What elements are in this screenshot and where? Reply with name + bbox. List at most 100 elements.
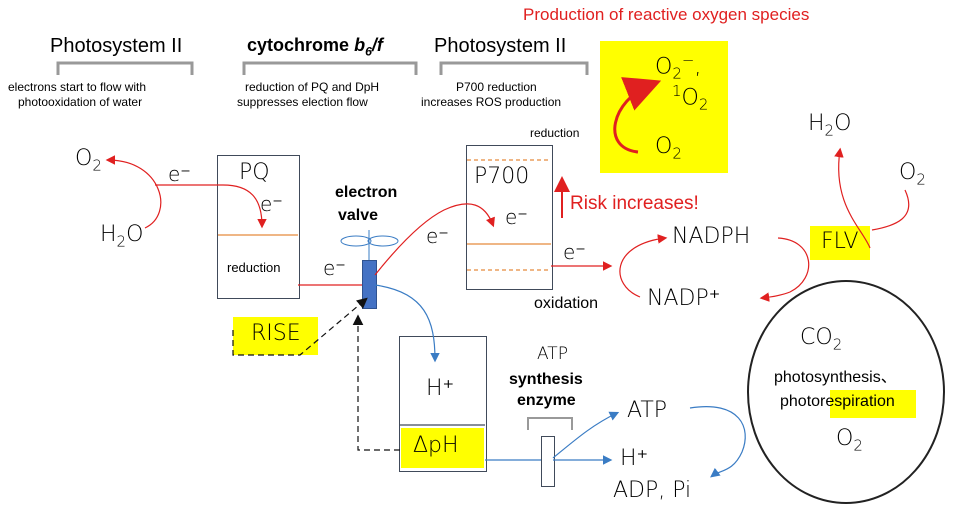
h2o-to-o2-arrow bbox=[105, 155, 162, 229]
reduction-top: reduction bbox=[530, 126, 580, 140]
h2o-right-sub: 2 bbox=[824, 121, 835, 140]
valve-icon-left bbox=[340, 235, 372, 247]
co2-c: CO bbox=[800, 325, 833, 350]
bracket-ps2-right bbox=[439, 61, 589, 75]
ros-o2-minus-sup: − bbox=[681, 51, 695, 69]
o2-left: O2 bbox=[75, 148, 102, 173]
ros-singlet-o2: 1O2 bbox=[672, 84, 708, 113]
o2-right-sub: 2 bbox=[916, 170, 926, 189]
rise-dashed-arrow bbox=[232, 297, 368, 356]
co2-label: CO2 bbox=[800, 327, 842, 352]
synthase-to-atp-arrow bbox=[552, 411, 620, 459]
dph-label: ΔpH bbox=[413, 433, 459, 458]
cyt-6: 6 bbox=[365, 44, 372, 59]
respiration-part: respiration bbox=[820, 393, 895, 410]
bracket-cyt bbox=[242, 61, 418, 75]
valve-to-h-arrow bbox=[374, 284, 440, 363]
valve-label-2: valve bbox=[338, 207, 379, 224]
h-plus-2-label: H⁺ bbox=[620, 446, 649, 471]
adp-label: ADP, Pi bbox=[613, 478, 692, 503]
o2-circle-o: O bbox=[836, 426, 854, 451]
ros-1o2-o: O bbox=[681, 85, 699, 111]
p700-title: P700 bbox=[474, 164, 530, 189]
h2o-right: H2O bbox=[808, 113, 851, 138]
atp-title-1: ATP bbox=[537, 344, 568, 364]
photorespiration-circle bbox=[747, 280, 945, 504]
h2o-left-o: O bbox=[126, 222, 144, 247]
nadp-label: NADP⁺ bbox=[647, 286, 721, 311]
ps2-right-title: Photosystem II bbox=[434, 35, 567, 57]
o2-right-o: O bbox=[899, 160, 917, 185]
pq-box bbox=[217, 155, 300, 299]
ros-o2-minus: O2−, bbox=[655, 53, 701, 82]
ps2-right-note-2: increases ROS production bbox=[421, 95, 562, 109]
h2o-left-sub: 2 bbox=[116, 232, 127, 251]
h2o-right-o: O bbox=[834, 111, 852, 136]
co2-sub: 2 bbox=[832, 335, 843, 354]
bracket-atp bbox=[527, 417, 573, 430]
o2-left-sub: 2 bbox=[92, 156, 102, 175]
electron-valve-out: e⁻ bbox=[426, 224, 449, 248]
dph-dashed-arrow bbox=[352, 314, 400, 451]
oxidation-label: oxidation bbox=[534, 295, 599, 312]
photorespiration-label: photorespiration bbox=[780, 394, 895, 410]
electron-p700: e⁻ bbox=[505, 205, 528, 229]
cyt-b: b bbox=[354, 35, 366, 55]
ros-o2-sub: 2 bbox=[672, 144, 682, 163]
ros-o2-minus-comma: , bbox=[694, 54, 702, 80]
flv-to-h2o-arrow bbox=[834, 147, 871, 249]
o2-circle: O2 bbox=[836, 428, 863, 453]
ros-o2: O2 bbox=[655, 136, 682, 161]
h-plus-label: H⁺ bbox=[426, 376, 455, 401]
pq-reduction: reduction bbox=[227, 260, 281, 275]
ros-o2-minus-sub: 2 bbox=[672, 64, 682, 83]
atp-box bbox=[399, 336, 487, 472]
pq-title: PQ bbox=[239, 160, 270, 185]
p700-box bbox=[466, 145, 553, 290]
electron-pq: e⁻ bbox=[260, 192, 283, 216]
ros-1o2-sub: 2 bbox=[698, 95, 709, 114]
nadph-to-flv-to-nadp-arrow bbox=[759, 237, 810, 302]
cyt-title: cytochrome b6/f bbox=[247, 36, 383, 58]
cyt-title-word: cytochrome bbox=[247, 35, 350, 55]
ps2-left-title: Photosystem II bbox=[50, 35, 183, 57]
ros-o2-o: O bbox=[655, 134, 673, 159]
ps2-to-pq-arrow bbox=[155, 184, 267, 229]
cyt-f: /f bbox=[371, 35, 383, 55]
electron-out: e⁻ bbox=[563, 240, 586, 264]
h2o-left: H2O bbox=[100, 224, 143, 249]
photo-part: photo bbox=[780, 393, 821, 410]
o2-left-o: O bbox=[75, 146, 93, 171]
ps2-left-note-2: photooxidation of water bbox=[18, 95, 143, 109]
atp-label: ATP bbox=[627, 398, 668, 423]
cyt-note-2: suppresses election flow bbox=[237, 95, 368, 109]
cyt-note-1: reduction of PQ and DpH bbox=[245, 80, 380, 94]
o2-right: O2 bbox=[899, 162, 926, 187]
valve-bar bbox=[362, 260, 377, 309]
h2o-right-h: H bbox=[808, 111, 825, 136]
h2o-left-h: H bbox=[100, 222, 117, 247]
risk-label: Risk increases! bbox=[570, 193, 699, 214]
dph-highlight bbox=[401, 428, 484, 468]
respiration-highlight bbox=[830, 390, 916, 418]
nadp-to-nadph-arrow bbox=[619, 234, 668, 298]
valve-label-1: electron bbox=[335, 184, 398, 201]
ps2-right-note-1: P700 reduction bbox=[456, 80, 537, 94]
atp-cycle-arrow bbox=[689, 406, 746, 478]
o2-to-flv-arrow bbox=[871, 189, 910, 231]
valve-to-p700-arrow bbox=[374, 203, 495, 276]
photosynthesis-label: photosynthesis、 bbox=[774, 369, 897, 386]
valve-icon-right bbox=[367, 235, 399, 247]
atp-title-3: enzyme bbox=[517, 392, 576, 409]
ros-o2-minus-o: O bbox=[655, 54, 673, 80]
nadph-label: NADPH bbox=[672, 224, 751, 249]
atp-synthase-bar bbox=[541, 436, 555, 487]
ros-cycle-arrow bbox=[613, 77, 662, 154]
electron-ps2: e⁻ bbox=[168, 162, 191, 186]
atp-title-2: synthesis bbox=[509, 371, 583, 388]
rise-highlight bbox=[233, 317, 318, 355]
electron-valve-in: e⁻ bbox=[323, 256, 346, 280]
ros-1o2-sup: 1 bbox=[672, 82, 682, 100]
